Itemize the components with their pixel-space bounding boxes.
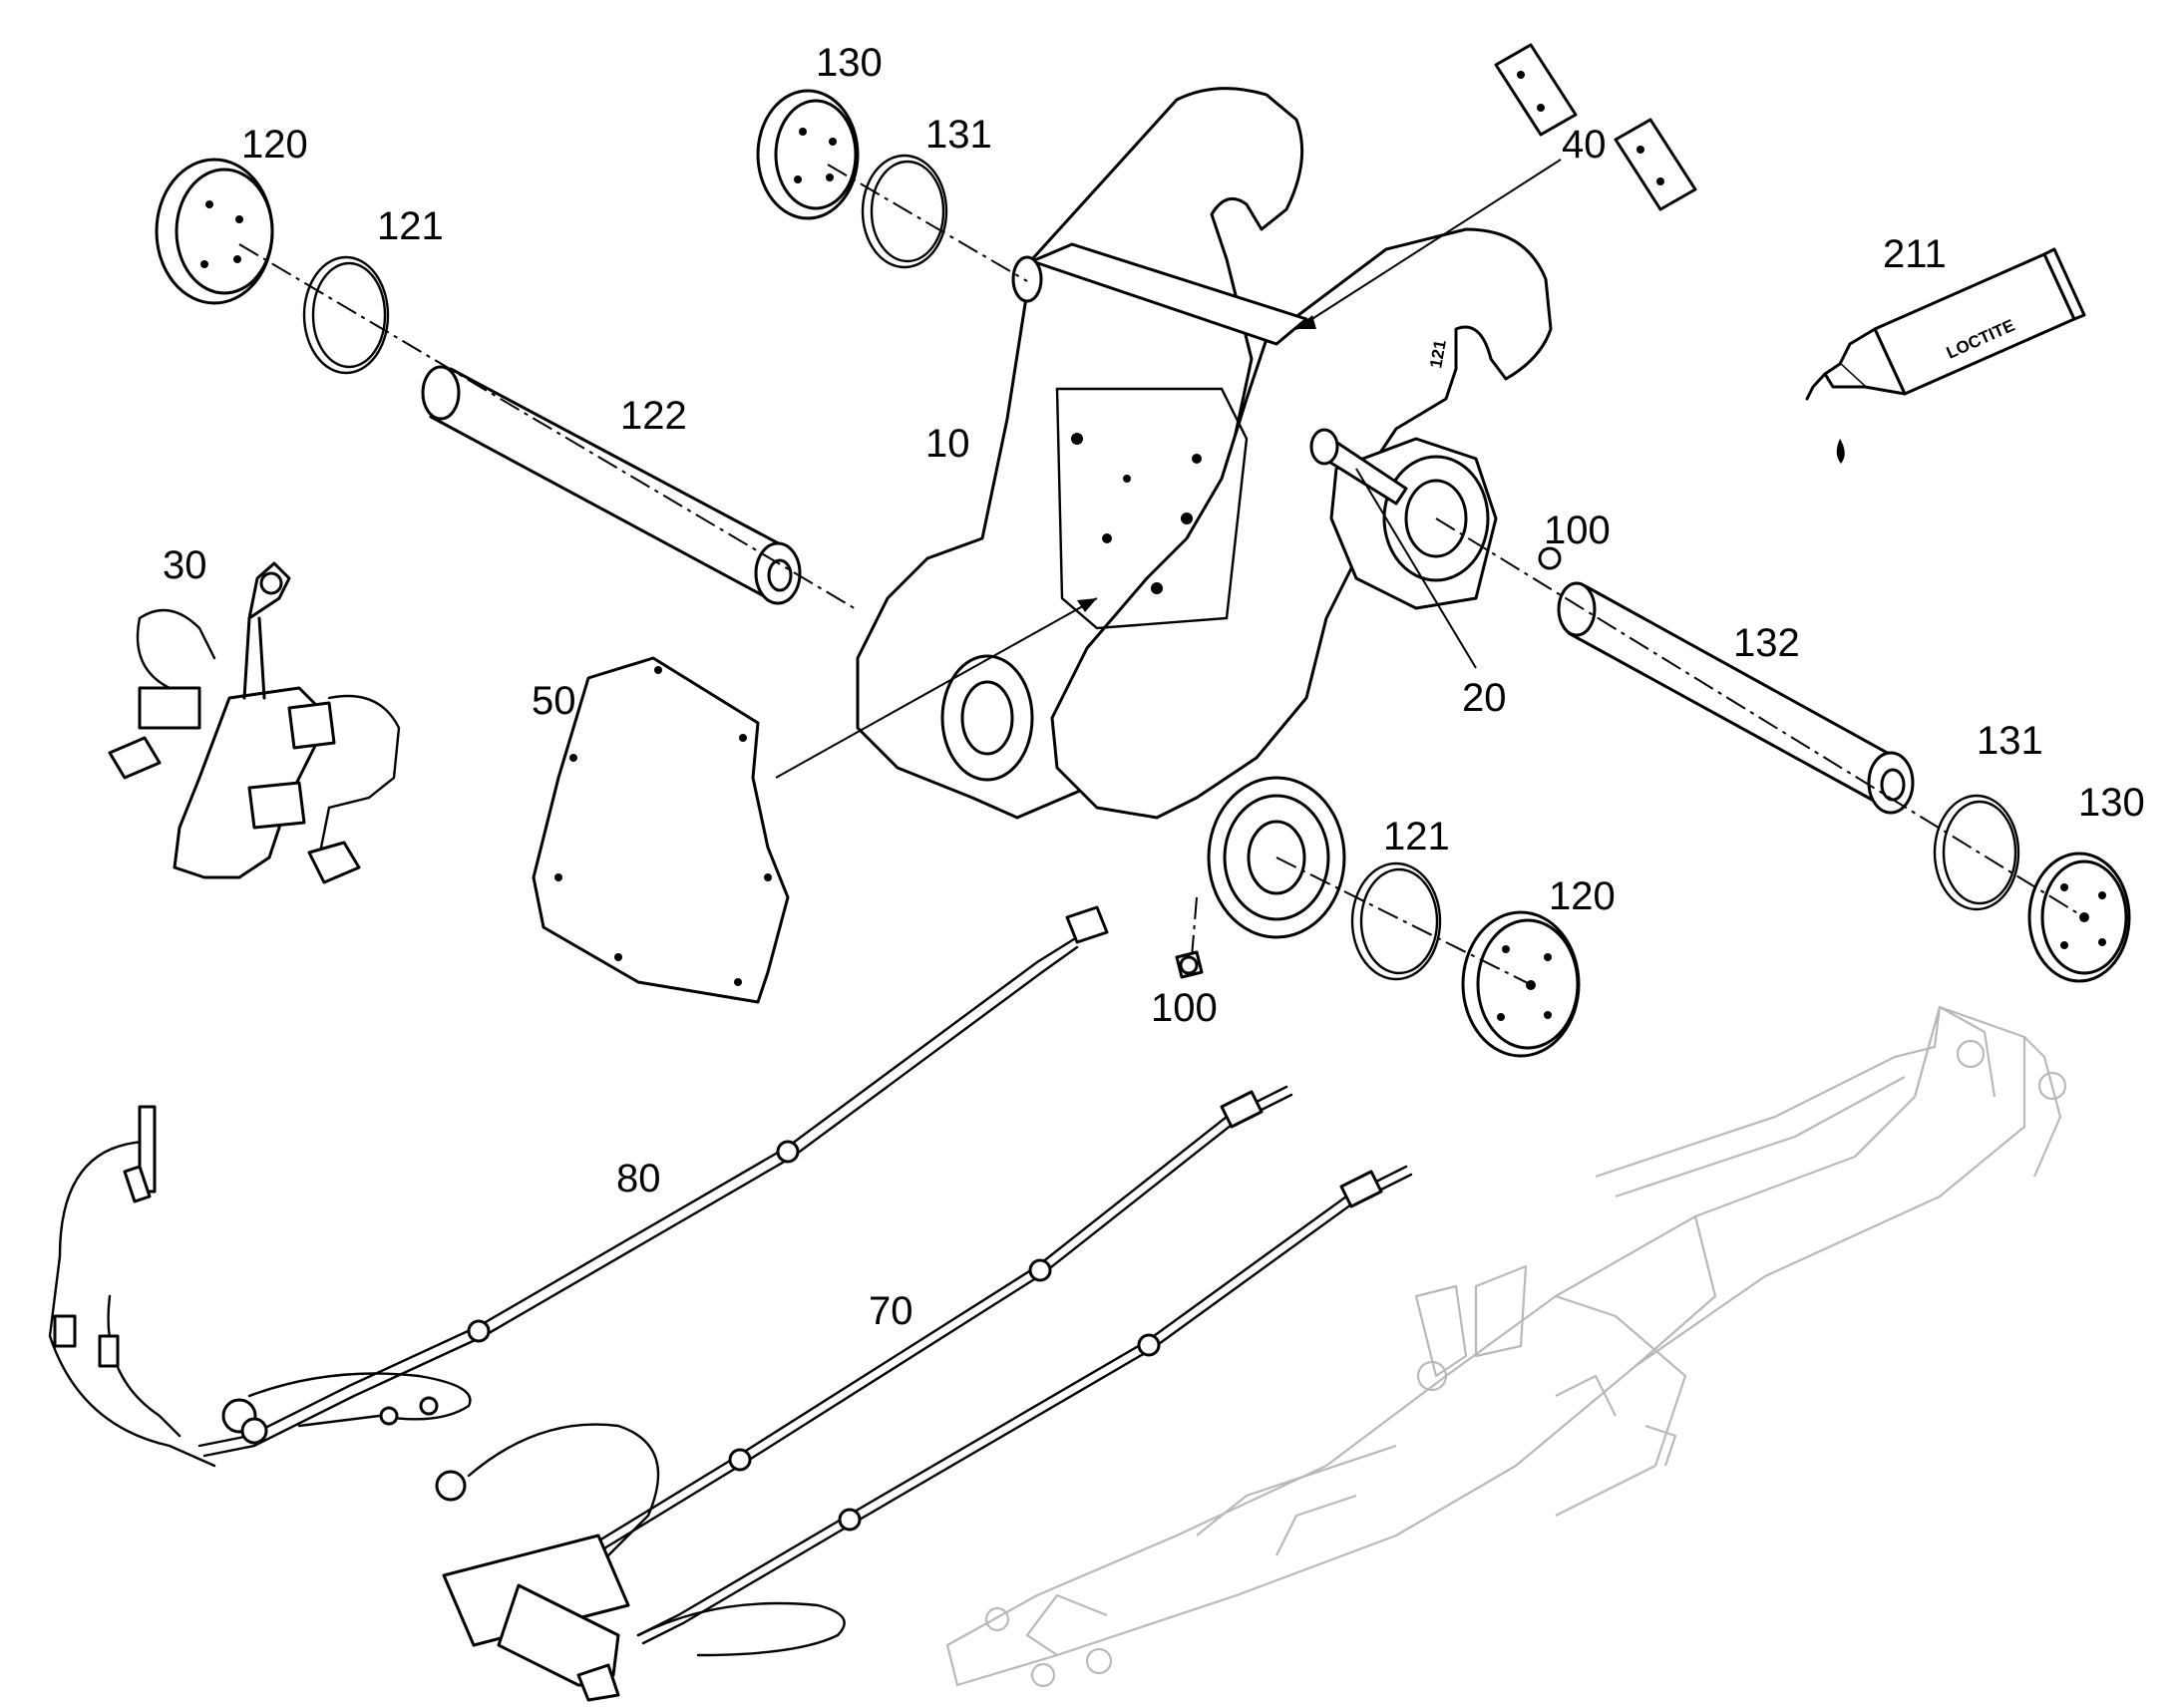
screw-100-bottom bbox=[1175, 950, 1204, 979]
callout-130-top: 130 bbox=[816, 41, 883, 85]
callout-30: 30 bbox=[163, 543, 207, 587]
hoses-70 bbox=[435, 1085, 1413, 1702]
pin-20 bbox=[1309, 428, 1408, 506]
callout-211: 211 bbox=[1883, 232, 1947, 276]
callout-100-bottom: 100 bbox=[1151, 986, 1218, 1030]
o-ring-131-bottom bbox=[1933, 794, 2020, 911]
cap-plate-130-bottom bbox=[2027, 852, 2131, 983]
pin-122 bbox=[421, 365, 802, 605]
background-boom-arm bbox=[945, 1005, 2067, 1688]
callout-20: 20 bbox=[1462, 676, 1507, 720]
frame-marking-text: 121 bbox=[1426, 338, 1450, 369]
callout-131-top: 131 bbox=[925, 113, 992, 157]
loctite-tube-211: LOCTITE bbox=[1805, 247, 2086, 464]
callout-40: 40 bbox=[1562, 123, 1607, 167]
wear-strips-40 bbox=[1494, 43, 1697, 211]
leader-20-to-pin bbox=[1355, 468, 1477, 669]
callout-100-right: 100 bbox=[1544, 509, 1611, 552]
callout-121-bottom: 121 bbox=[1383, 815, 1450, 858]
callout-70: 70 bbox=[869, 1289, 913, 1333]
cover-plate-50 bbox=[532, 656, 790, 1004]
callout-121-top: 121 bbox=[377, 204, 444, 248]
o-ring-131-top bbox=[861, 154, 948, 269]
callout-120-top: 120 bbox=[241, 123, 308, 167]
coupler-frame-10: 121 bbox=[856, 87, 1553, 939]
pin-132 bbox=[1557, 581, 1915, 815]
callout-131-bottom: 131 bbox=[1977, 719, 2043, 763]
callout-132: 132 bbox=[1733, 621, 1800, 665]
callout-10: 10 bbox=[925, 422, 970, 466]
callout-130-bottom: 130 bbox=[2078, 781, 2145, 825]
callouts: 120 121 122 130 131 40 211 10 30 50 100 … bbox=[163, 41, 2145, 1333]
cap-plate-120-bottom bbox=[1461, 910, 1581, 1058]
screw-100-right bbox=[1538, 546, 1562, 570]
cap-plate-120-top bbox=[155, 158, 274, 305]
leader-40-to-frame bbox=[1295, 159, 1562, 330]
callout-122: 122 bbox=[620, 394, 687, 438]
callout-120-bottom: 120 bbox=[1549, 874, 1616, 918]
callout-50: 50 bbox=[532, 679, 576, 723]
valve-assembly-30 bbox=[108, 561, 401, 884]
o-ring-121-top bbox=[302, 255, 390, 375]
assembly-axes bbox=[238, 164, 2085, 988]
cap-plate-130-top bbox=[756, 89, 860, 220]
harness-80 bbox=[48, 905, 1109, 1468]
callout-80: 80 bbox=[616, 1157, 661, 1200]
o-ring-121-bottom bbox=[1350, 861, 1442, 981]
leader-50-to-frame bbox=[775, 597, 1098, 779]
